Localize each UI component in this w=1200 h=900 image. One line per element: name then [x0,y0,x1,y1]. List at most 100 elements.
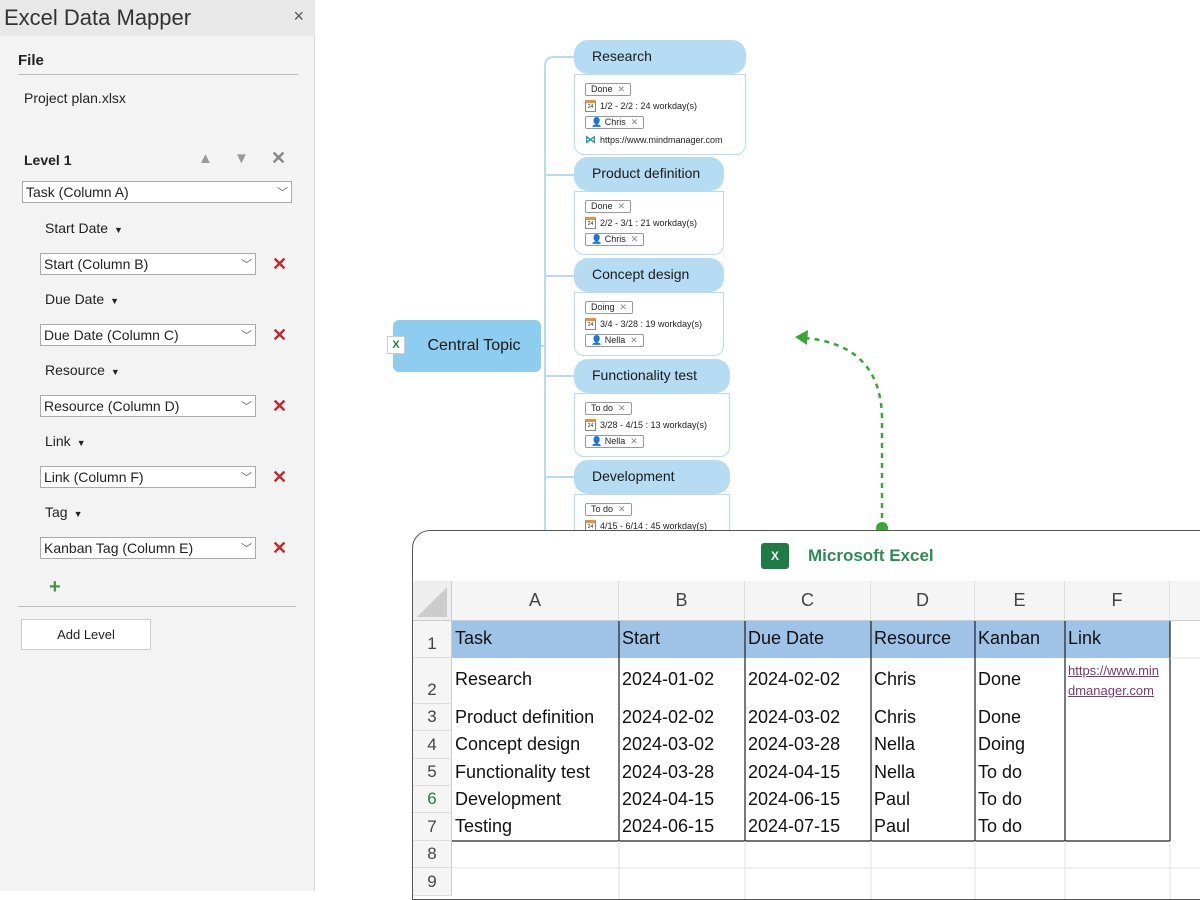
table-cell[interactable]: To do [978,816,1023,836]
field-label-text: Due Date [45,291,105,307]
remove-field-icon[interactable]: ✕ [272,467,288,487]
header-cell[interactable]: Link [1068,628,1102,648]
table-cell[interactable]: Paul [874,789,911,809]
table-cell[interactable]: 2024-06-15 [622,816,715,836]
table-cell[interactable]: 2024-03-28 [748,734,841,754]
kanban-tag[interactable]: Done✕ [585,200,632,213]
row-header-2[interactable]: 2 [413,658,452,704]
table-cell[interactable]: Done [978,669,1022,689]
column-header-E[interactable]: E [975,581,1065,621]
row-header-3[interactable]: 3 [413,704,452,731]
chevron-down-icon: ﹀ [241,543,252,555]
column-header-F[interactable]: F [1065,581,1170,621]
field-column-select[interactable]: Kanban Tag (Column E)﹀ [40,537,256,559]
table-cell[interactable]: 2024-03-28 [622,762,715,782]
table-cell[interactable]: Research [455,669,533,689]
resource-tag[interactable]: 👤 Nella✕ [585,334,644,347]
field-label[interactable]: Link▼ [45,433,86,449]
field-label-text: Resource [45,362,105,378]
select-all-corner[interactable] [413,581,452,621]
table-cell[interactable]: Testing [455,816,513,836]
kanban-tag[interactable]: Doing✕ [585,301,634,314]
central-topic[interactable]: X Central Topic [387,320,541,372]
table-cell[interactable]: Concept design [455,734,581,754]
remove-field-icon[interactable]: ✕ [272,254,288,274]
table-cell[interactable]: 2024-03-02 [622,734,715,754]
row-header-7[interactable]: 7 [413,813,452,841]
row-header-5[interactable]: 5 [413,759,452,786]
field-label[interactable]: Resource▼ [45,362,120,378]
topic-title: Product definition [574,157,724,191]
row-header-1[interactable]: 1 [413,621,452,658]
table-cell[interactable]: 2024-02-02 [748,669,841,689]
topic-link[interactable]: https://www.mindmanager.com [600,134,723,145]
resource-tag[interactable]: 👤 Chris✕ [585,233,645,246]
table-cell[interactable]: 2024-07-15 [748,816,841,836]
column-header-A[interactable]: A [452,581,619,621]
move-up-icon[interactable]: ▲ [198,150,213,167]
table-cell[interactable]: 2024-04-15 [622,789,715,809]
table-cell[interactable]: Development [455,789,562,809]
table-cell[interactable]: 2024-04-15 [748,762,841,782]
remove-field-icon[interactable]: ✕ [272,538,288,558]
table-cell[interactable]: 2024-06-15 [748,789,841,809]
header-cell[interactable]: Task [455,628,493,648]
table-cell[interactable]: Nella [874,762,916,782]
column-header-D[interactable]: D [871,581,975,621]
resource-tag[interactable]: 👤 Chris✕ [585,116,645,129]
field-column-select[interactable]: Resource (Column D)﹀ [40,395,256,417]
table-cell[interactable]: Nella [874,734,916,754]
level-column-select[interactable]: Task (Column A)﹀ [22,181,292,203]
table-cell[interactable]: Doing [978,734,1026,754]
remove-field-icon[interactable]: ✕ [272,325,288,345]
table-cell[interactable]: Chris [874,669,917,689]
table-cell[interactable]: To do [978,789,1023,809]
delete-level-icon[interactable]: ✕ [271,148,287,168]
header-cell[interactable]: Start [622,628,661,648]
header-cell[interactable]: Due Date [748,628,825,648]
header-cell[interactable]: Resource [874,628,952,648]
table-cell[interactable]: Functionality test [455,762,591,782]
field-label[interactable]: Due Date▼ [45,291,119,307]
remove-field-icon[interactable]: ✕ [272,396,288,416]
table-cell[interactable]: 2024-03-02 [748,707,841,727]
table-cell[interactable]: Chris [874,707,917,727]
table-cell[interactable]: To do [978,762,1023,782]
row-header-6[interactable]: 6 [413,786,452,813]
table-cell[interactable]: Product definition [455,707,595,727]
central-topic-label: Central Topic [427,337,521,354]
kanban-tag[interactable]: To do✕ [585,402,632,415]
kanban-tag[interactable]: To do✕ [585,503,632,516]
row-header-4[interactable]: 4 [413,731,452,759]
add-level-button[interactable]: Add Level [21,619,151,650]
field-label[interactable]: Tag▼ [45,504,83,520]
header-cell[interactable]: Kanban [978,628,1041,648]
header-row-fill [452,621,1170,658]
column-header-B[interactable]: B [619,581,745,621]
caret-down-icon: ▼ [76,438,86,448]
field-label[interactable]: Start Date▼ [45,220,123,236]
column-header-blank[interactable] [1170,581,1200,621]
table-cell[interactable]: Done [978,707,1022,727]
column-header-C[interactable]: C [745,581,871,621]
move-down-icon[interactable]: ▼ [234,150,249,167]
field-column-select[interactable]: Due Date (Column C)﹀ [40,324,256,346]
date-range: 3/4 - 3/28 : 19 workday(s) [600,319,703,329]
table-cell[interactable]: 2024-02-02 [622,707,715,727]
table-cell[interactable]: Paul [874,816,911,836]
add-field-icon[interactable]: + [49,576,61,598]
kanban-tag[interactable]: Done✕ [585,83,632,96]
table-cell[interactable]: 2024-01-02 [622,669,715,689]
row-header-8[interactable]: 8 [413,841,452,868]
field-column-select[interactable]: Link (Column F)﹀ [40,466,256,488]
field-column-select[interactable]: Start (Column B)﹀ [40,253,256,275]
resource-tag[interactable]: 👤 Nella✕ [585,435,644,448]
close-icon[interactable]: × [293,6,304,26]
calendar-icon: 24 [585,419,596,431]
